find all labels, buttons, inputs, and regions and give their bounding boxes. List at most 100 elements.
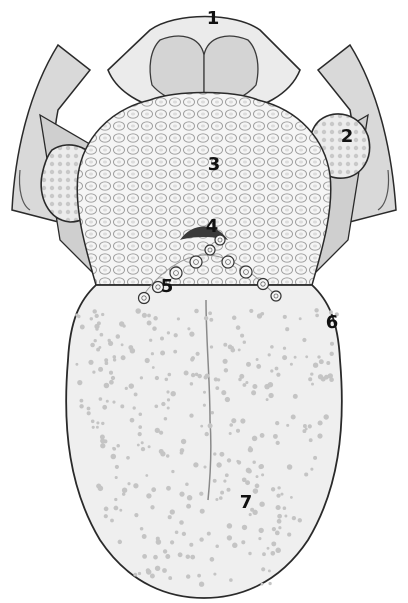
fungiform-papilla (145, 358, 150, 363)
fungiform-papilla (125, 387, 128, 390)
fungiform-papilla (92, 370, 95, 373)
fungiform-papilla (313, 456, 317, 460)
fungiform-papilla (77, 380, 82, 385)
fungiform-papilla (163, 549, 167, 553)
circumvallate-papilla (271, 291, 281, 301)
fungiform-papilla (225, 473, 229, 477)
fungiform-papilla (100, 443, 105, 448)
fungiform-papilla (271, 487, 275, 491)
fungiform-papilla (213, 452, 216, 455)
fungiform-papilla (191, 373, 195, 377)
fungiform-papilla (98, 346, 101, 349)
fungiform-papilla (257, 313, 262, 318)
fungiform-papilla (292, 516, 296, 520)
fungiform-papilla (130, 348, 136, 354)
fungiform-papilla (133, 483, 138, 488)
fungiform-papilla (115, 476, 118, 479)
fungiform-papilla (87, 411, 91, 415)
fungiform-papilla (273, 434, 278, 439)
fungiform-papilla (91, 420, 95, 424)
fungiform-papilla (141, 441, 144, 444)
fungiform-papilla (284, 515, 287, 518)
fungiform-papilla (175, 531, 179, 535)
fungiform-papilla (209, 318, 213, 322)
fungiform-papilla (130, 418, 135, 423)
fungiform-papilla (303, 424, 307, 428)
fungiform-papilla (287, 464, 293, 470)
fungiform-papilla (199, 582, 204, 587)
fungiform-papilla (242, 525, 247, 530)
fungiform-papilla (291, 415, 296, 420)
fungiform-papilla (146, 493, 151, 498)
fungiform-papilla (255, 484, 260, 489)
fungiform-papilla (223, 359, 228, 364)
fungiform-papilla (223, 480, 226, 483)
fungiform-papilla (308, 377, 312, 381)
fungiform-papilla (253, 488, 258, 493)
fungiform-papilla (140, 527, 144, 531)
fungiform-papilla (98, 367, 103, 372)
fungiform-papilla (310, 468, 313, 471)
fungiform-papilla (219, 452, 224, 457)
fungiform-papilla (261, 473, 264, 476)
fungiform-papilla (190, 382, 193, 385)
fungiform-papilla (293, 394, 298, 399)
fungiform-papilla (187, 495, 193, 501)
fungiform-papilla (236, 325, 241, 330)
fungiform-papilla (275, 367, 279, 371)
fungiform-papilla (166, 390, 169, 393)
fungiform-papilla (221, 390, 226, 395)
fungiform-papilla (101, 422, 104, 425)
fungiform-papilla (207, 532, 211, 536)
fungiform-papilla (113, 355, 117, 359)
fungiform-papilla (276, 441, 280, 445)
fungiform-papilla (252, 460, 255, 463)
fungiform-papilla (282, 355, 287, 360)
fungiform-papilla (251, 390, 256, 395)
fungiform-papilla (168, 515, 172, 519)
fungiform-papilla (249, 513, 252, 516)
fungiform-papilla (142, 554, 147, 559)
fungiform-papilla (138, 432, 142, 436)
fungiform-papilla (153, 555, 158, 560)
fungiform-papilla (287, 533, 291, 537)
fungiform-papilla (262, 552, 266, 556)
fungiform-papilla (213, 479, 217, 483)
fungiform-papilla (129, 383, 134, 388)
fungiform-papilla (232, 316, 237, 321)
fungiform-papilla (106, 400, 109, 403)
fungiform-papilla (167, 398, 170, 401)
fungiform-papilla (276, 373, 280, 377)
fungiform-papilla (118, 540, 122, 544)
fungiform-papilla (127, 482, 130, 485)
fungiform-papilla (111, 454, 117, 460)
fungiform-papilla (75, 363, 78, 366)
fungiform-papilla (314, 308, 318, 312)
fungiform-papilla (268, 582, 271, 585)
fungiform-papilla (109, 371, 113, 375)
fungiform-papilla (227, 523, 233, 529)
fungiform-papilla (104, 507, 109, 512)
fungiform-papilla (116, 334, 120, 338)
fungiform-papilla (200, 425, 203, 428)
fungiform-papilla (264, 384, 270, 390)
fungiform-papilla (210, 345, 213, 348)
fungiform-papilla (110, 519, 114, 523)
fungiform-papilla (277, 486, 280, 489)
fungiform-papilla (141, 447, 145, 451)
fungiform-papilla (120, 404, 124, 408)
fungiform-papilla (243, 340, 246, 343)
fungiform-papilla (126, 456, 130, 460)
fungiform-papilla (122, 487, 127, 492)
fungiform-papilla (190, 357, 194, 361)
fungiform-papilla (80, 399, 84, 403)
fungiform-papilla (170, 391, 175, 396)
fungiform-papilla (153, 316, 157, 320)
fungiform-papilla (246, 468, 251, 473)
fungiform-papilla (171, 470, 174, 473)
fungiform-papilla (170, 540, 174, 544)
fungiform-papilla (261, 567, 265, 571)
fungiform-papilla (330, 352, 334, 356)
fungiform-papilla (94, 324, 99, 329)
fungiform-papilla (104, 514, 108, 518)
